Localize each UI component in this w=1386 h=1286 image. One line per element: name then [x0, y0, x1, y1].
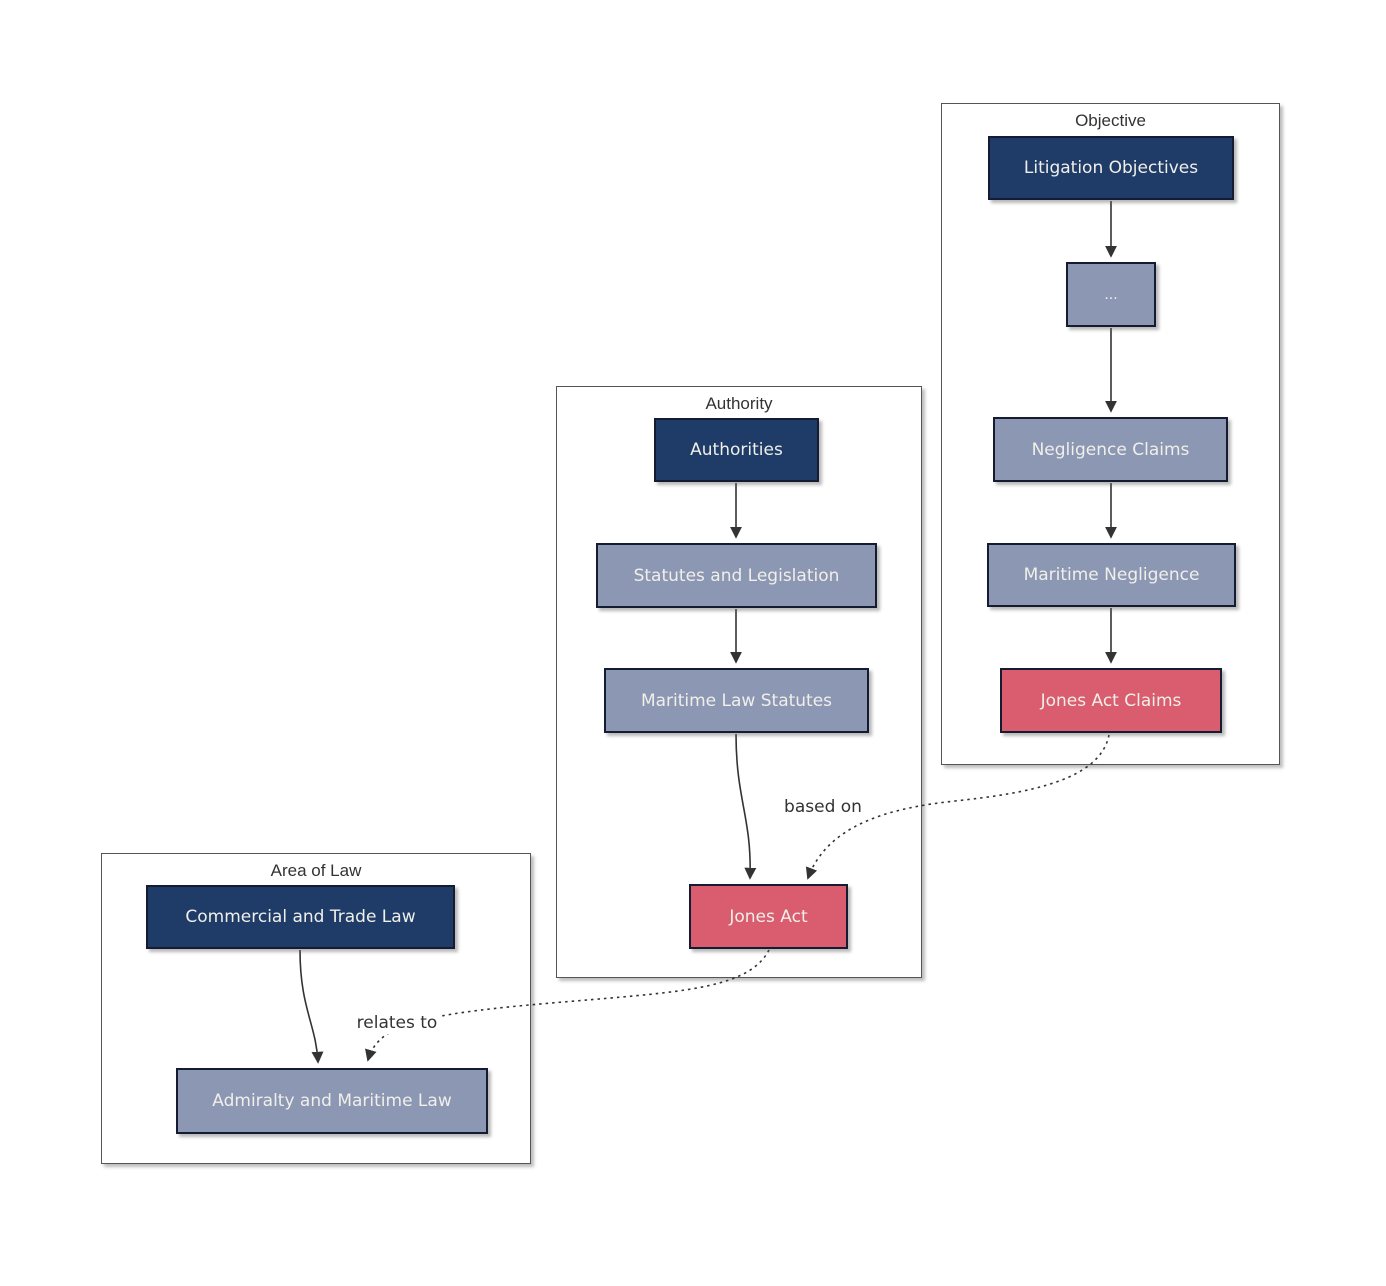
node-maritime-law-statutes: Maritime Law Statutes	[604, 668, 869, 733]
node-litigation-objectives: Litigation Objectives	[988, 136, 1234, 200]
edge-label-based-on: based on	[780, 796, 866, 818]
node-authorities: Authorities	[654, 418, 819, 482]
node-admiralty-and-maritime-law: Admiralty and Maritime Law	[176, 1068, 488, 1134]
node-ellipsis: ...	[1066, 262, 1156, 327]
cluster-area-of-law-title: Area of Law	[270, 861, 362, 880]
node-jones-act-claims: Jones Act Claims	[1000, 668, 1222, 733]
node-negligence-claims: Negligence Claims	[993, 417, 1228, 482]
node-commercial-and-trade-law: Commercial and Trade Law	[146, 885, 455, 949]
edge-label-relates-to: relates to	[352, 1012, 442, 1034]
cluster-authority-title: Authority	[705, 394, 773, 413]
node-maritime-negligence: Maritime Negligence	[987, 543, 1236, 607]
cluster-objective-title: Objective	[1075, 111, 1146, 130]
node-jones-act: Jones Act	[689, 884, 848, 949]
node-statutes-and-legislation: Statutes and Legislation	[596, 543, 877, 608]
